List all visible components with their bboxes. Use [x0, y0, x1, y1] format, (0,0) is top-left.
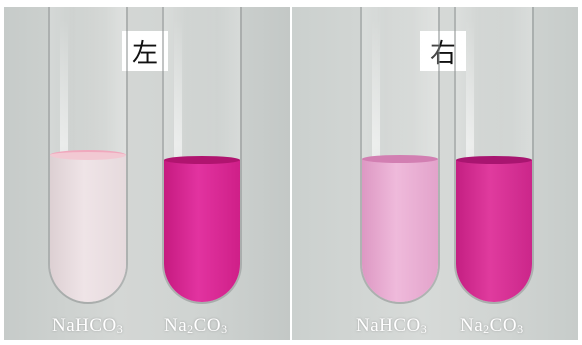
left-panel-tag: 左: [122, 31, 168, 71]
right-panel: 右 NaHCO3 Na2CO3: [292, 7, 578, 340]
label-nahco3-left: NaHCO3: [52, 315, 124, 336]
liquid-na2co3-right: [456, 156, 532, 302]
label-na2co3-right: Na2CO3: [460, 315, 524, 336]
test-tube-nahco3-left: [48, 7, 128, 304]
liquid-nahco3-right: [362, 155, 438, 302]
panel-divider: [290, 7, 292, 340]
label-na2co3-left: Na2CO3: [164, 315, 228, 336]
test-tube-na2co3-left: [162, 7, 242, 304]
liquid-nahco3-left: [50, 150, 126, 302]
test-tube-nahco3-right: [360, 7, 440, 304]
test-tube-na2co3-right: [454, 7, 534, 304]
label-nahco3-right: NaHCO3: [356, 315, 428, 336]
left-panel: 左 NaHCO3 Na2CO3: [4, 7, 290, 340]
liquid-na2co3-left: [164, 156, 240, 302]
